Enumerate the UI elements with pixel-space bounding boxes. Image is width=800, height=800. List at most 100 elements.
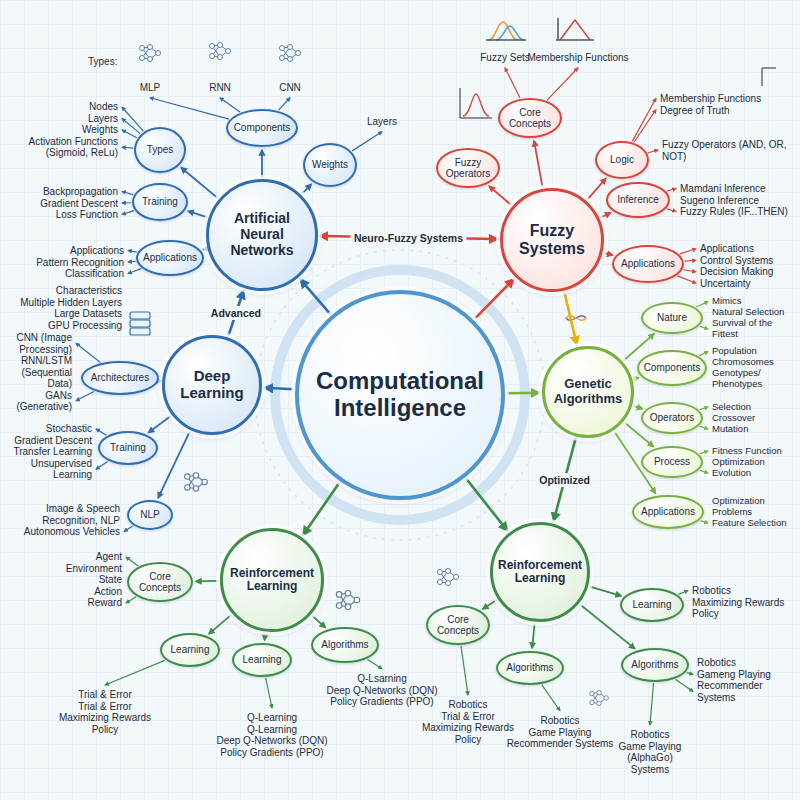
connector-arrow (532, 624, 535, 648)
connector-arrow (634, 406, 643, 409)
leaf-label: Types: (88, 56, 117, 68)
leaf-label: Q-Learning (247, 724, 297, 736)
label-group: MimicsNatural SelectionSurvival of the F… (712, 296, 796, 340)
dotted-ring (255, 250, 545, 540)
leader-line (667, 209, 676, 212)
node-label: Components (643, 362, 702, 373)
connector-arrow (264, 634, 267, 640)
leaf-label: (AlphaGo) (627, 752, 673, 764)
node-label: Algorithms (316, 639, 373, 650)
leaf-label: Crossover (712, 413, 755, 424)
label-group: ApplicationsPattern RecognitionClassific… (36, 245, 124, 280)
leader-line (685, 260, 696, 262)
label-group: NodesLayersWeightsActivation Functions (… (4, 101, 118, 159)
leader-line (547, 68, 578, 100)
leader-line (367, 659, 382, 668)
center-glow (255, 250, 545, 540)
leaf-label: Game Playing (619, 741, 682, 753)
leader-line (122, 192, 133, 195)
leaf-label: Uncertainty (700, 278, 751, 290)
topic-ellipse: NLP (127, 500, 173, 530)
topic-ellipse: Nature (641, 302, 703, 334)
leader-line (126, 597, 136, 603)
leaf-label: Unsupervised Learning (4, 458, 92, 481)
leaf-label: Fuzzy Sets (480, 52, 529, 64)
connector-arrow (475, 279, 514, 318)
leader-line (699, 352, 708, 356)
leaf-label: State (99, 574, 122, 586)
label-group: Types: (88, 56, 117, 68)
leaf-label: RNN/LSTM (Sequential Data) (4, 355, 72, 390)
concept-circle: Fuzzy Systems (500, 188, 604, 292)
cnn-icon (280, 45, 301, 62)
leaf-label: Maximizing Rewards (422, 722, 514, 734)
connector-arrow (604, 253, 612, 255)
connector-arrow (303, 483, 339, 535)
label-group: RoboticsGame Playing(AlphaGo)Systems (619, 729, 682, 775)
network-icon (185, 473, 208, 491)
leader-line (122, 211, 134, 215)
leaf-label: Transfer Learning (13, 446, 92, 458)
rnn-icon (210, 43, 231, 60)
leaf-label: Optimization (712, 457, 765, 468)
leaf-label: Decision Making (700, 266, 773, 278)
concept-circle: Artificial Neural Networks (206, 179, 318, 291)
leaf-label: Mimics (712, 296, 742, 307)
leader-line (678, 276, 696, 283)
node-label: Learning (165, 644, 215, 655)
leader-line (122, 147, 133, 149)
label-group: Mamdani InferenceSugeno InferenceFuzzy R… (680, 183, 788, 218)
leaf-label: Deep Q-Networks (DQN) (216, 735, 327, 747)
leaf-label: Activation Functions (Sigmoid, ReLu) (4, 136, 118, 159)
node-label: Learning (625, 599, 679, 610)
topic-ellipse: Core Concepts (426, 605, 490, 645)
topic-ellipse: Types (134, 127, 186, 173)
leaf-label: Environment (66, 563, 122, 575)
leaf-label: Fitness Function (712, 446, 782, 457)
node-label: Core Concepts (132, 571, 187, 593)
connector-arrow (507, 391, 539, 394)
leaf-label: Sugeno Inference (680, 194, 759, 206)
topic-ellipse: Applications (612, 245, 684, 283)
leader-line (696, 302, 708, 307)
node-label: Logic (599, 154, 644, 165)
leaf-label: Robotics (449, 699, 488, 711)
leader-line (122, 202, 131, 203)
connector-arrow (588, 178, 606, 199)
leader-line (632, 98, 656, 141)
label-group: ApplicationsControl SystemsDecision Maki… (700, 243, 773, 289)
node-label: NLP (131, 509, 170, 520)
leaf-label: Trial & Error (78, 701, 132, 713)
leader-line (76, 391, 94, 400)
connector-arrow (261, 150, 263, 177)
leader-line (680, 249, 696, 254)
leader-line (461, 646, 468, 695)
leader-line (700, 521, 708, 523)
fuzzy-chart-icon (460, 88, 492, 118)
leaf-label: Layers (367, 116, 397, 128)
leaf-label: Multiple Hidden Layers (20, 297, 122, 309)
leaf-label: Membership Functions (527, 52, 628, 64)
leaf-label: GANs (Generative) (4, 389, 72, 412)
label-group: CharacteristicsMultiple Hidden LayersLar… (20, 285, 122, 331)
leaf-label: MLP (140, 82, 161, 94)
label-group: Q-LearningQ-LearningDeep Q-Networks (DQN… (216, 712, 327, 758)
node-label: Artificial Neural Networks (215, 211, 309, 258)
leader-line (700, 470, 708, 473)
leader-line (687, 673, 693, 675)
topic-ellipse: Algorithms (621, 648, 689, 682)
leaf-label: Agent (96, 551, 122, 563)
leaf-label: Survival of the Fittest (712, 318, 796, 340)
topic-ellipse: Core Concepts (127, 562, 193, 602)
topic-ellipse: Applications (632, 495, 704, 529)
leaf-label: Control Systems (700, 255, 773, 267)
leader-line (128, 251, 137, 253)
leader-line (678, 591, 688, 595)
leaf-label: Maximizing Rewards (59, 712, 151, 724)
leaf-label: Mamdani Inference (680, 183, 766, 195)
leaf-label: Classification (65, 268, 124, 280)
leader-lines (76, 68, 708, 725)
connector-arrow (209, 615, 231, 634)
connector-arrow (601, 213, 611, 217)
node-label: Learning (237, 654, 287, 665)
